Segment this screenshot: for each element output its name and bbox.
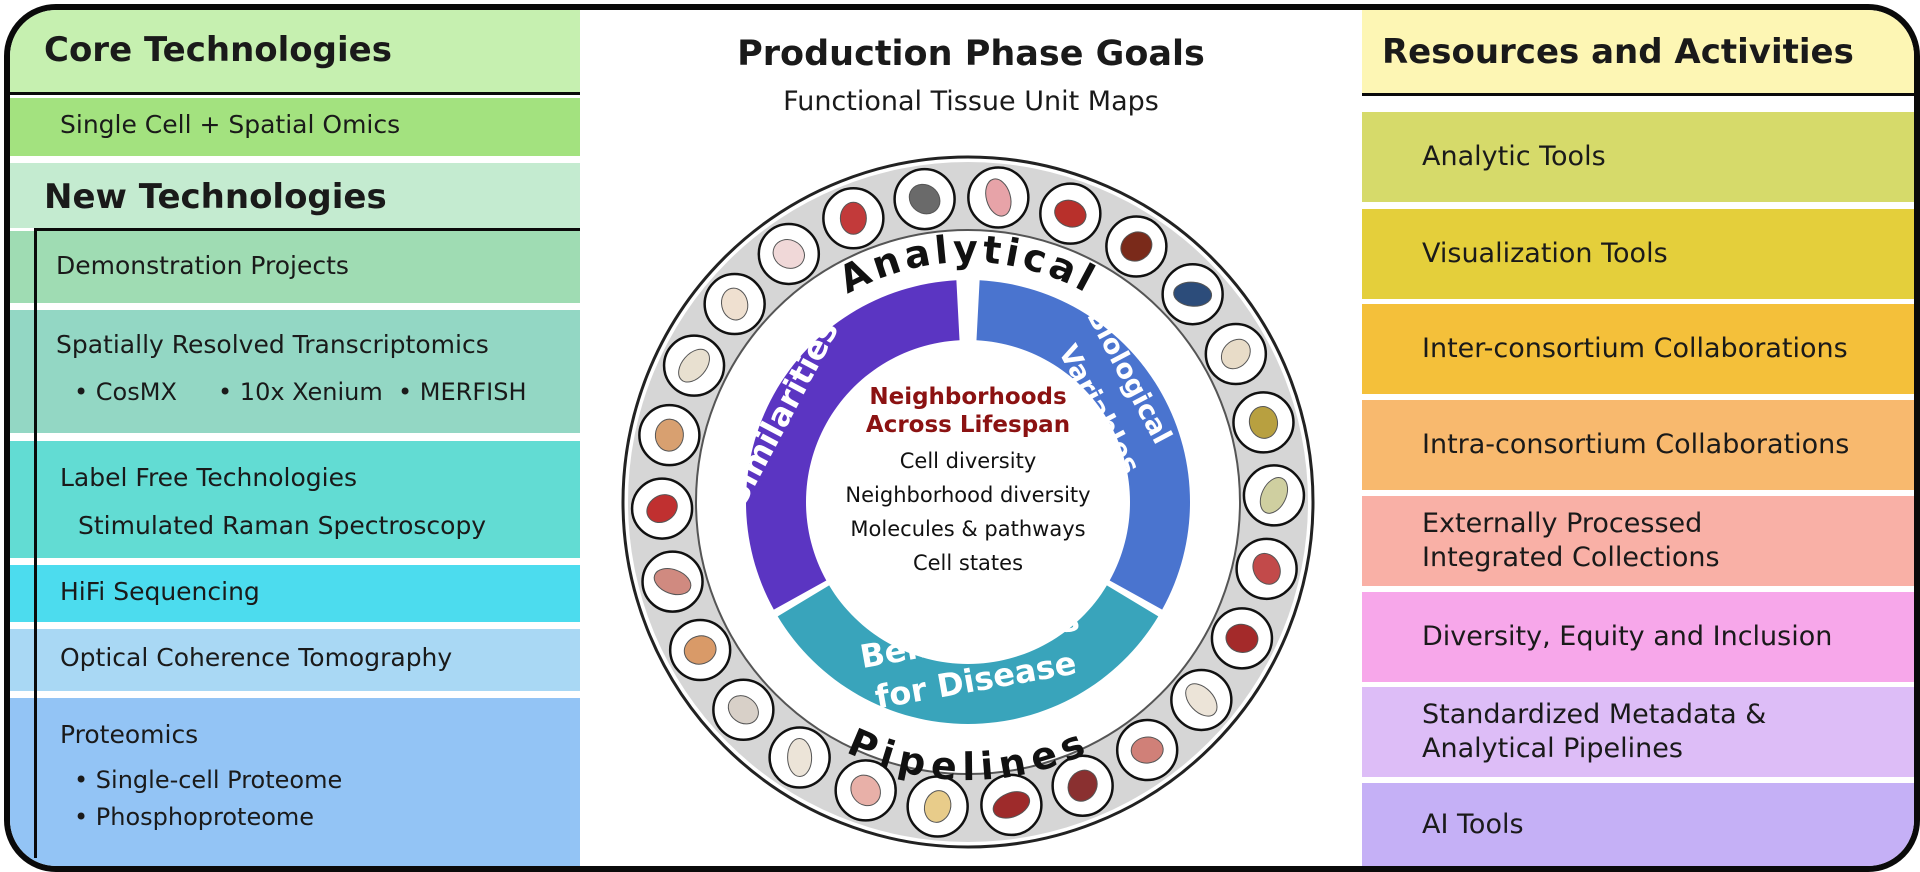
srt-band: Spatially Resolved Transcriptomics • Cos…	[10, 310, 580, 433]
resources-title: Resources and Activities	[1382, 32, 1854, 72]
proteomics-title: Proteomics	[60, 720, 199, 749]
small-intestine-icon	[641, 550, 704, 613]
resource-item-5-line-1: Externally Processed	[1422, 508, 1703, 539]
inner-heading-1: Neighborhoods	[869, 384, 1066, 410]
srt-item-1: CosMX	[95, 378, 177, 406]
resource-item-4: Intra-consortium Collaborations	[1362, 400, 1914, 490]
srt-bullet-3: • MERFISH	[398, 378, 527, 406]
liver-icon	[1105, 215, 1168, 278]
pancreas-gland-icon	[1232, 391, 1295, 454]
resource-item-3: Inter-consortium Collaborations	[1362, 304, 1914, 394]
center-subtitle: Functional Tissue Unit Maps	[783, 86, 1159, 117]
hifi-label: HiFi Sequencing	[60, 577, 260, 606]
new-technologies-title: New Technologies	[44, 177, 387, 217]
femur-icon	[768, 726, 831, 789]
figure-frame: Core Technologies Single Cell + Spatial …	[4, 4, 1920, 872]
demo-band: Demonstration Projects	[10, 231, 580, 303]
proteomics-bullet-2: • Phosphoproteome	[74, 803, 315, 831]
resource-item-7: Standardized Metadata &Analytical Pipeli…	[1362, 687, 1914, 777]
resource-item-5-line-2: Integrated Collections	[1422, 542, 1720, 573]
resource-item-8-line-1: AI Tools	[1422, 808, 1524, 840]
resource-item-8: AI Tools	[1362, 783, 1914, 866]
pancreas-icon	[906, 775, 969, 838]
kidney-icon	[1210, 607, 1274, 670]
placenta-icon	[1235, 537, 1298, 601]
core-technologies-title: Core Technologies	[44, 30, 392, 70]
proteomics-band: Proteomics • Single-cell Proteome • Phos…	[10, 698, 580, 866]
resource-item-1-line-1: Analytic Tools	[1422, 141, 1606, 172]
vasculature-icon	[822, 187, 885, 250]
resource-item-2-line-1: Visualization Tools	[1422, 238, 1668, 269]
nerve-icon	[1242, 464, 1306, 527]
resource-item-1: Analytic Tools	[1362, 112, 1914, 202]
spinal-cord-icon	[1204, 322, 1268, 386]
resource-item-6: Diversity, Equity and Inclusion	[1362, 592, 1914, 682]
kidney-icon-2	[980, 773, 1043, 837]
srt-bullet-1: • CosMX	[74, 378, 177, 406]
resource-item-4-line-1: Intra-consortium Collaborations	[1422, 429, 1850, 460]
spleen-icon	[1051, 754, 1114, 817]
proteomics-bullet-1: • Single-cell Proteome	[74, 766, 343, 794]
proteomics-item-2: Phosphoproteome	[95, 803, 315, 831]
new-tech-header-band: New Technologies	[10, 163, 580, 228]
lung-icon	[967, 166, 1030, 229]
inner-item-2: Neighborhood diversity	[845, 483, 1090, 507]
resource-item-3-line-1: Inter-consortium Collaborations	[1422, 333, 1848, 364]
hifi-band: HiFi Sequencing	[10, 565, 580, 622]
demo-label: Demonstration Projects	[56, 251, 349, 280]
large-intestine-icon	[668, 618, 732, 682]
oct-label: Optical Coherence Tomography	[60, 643, 453, 672]
oct-band: Optical Coherence Tomography	[10, 629, 580, 691]
inner-item-4: Cell states	[913, 551, 1023, 575]
resource-item-7-line-2: Analytical Pipelines	[1422, 733, 1683, 764]
brain-icon	[757, 222, 821, 286]
core-technologies-column: Core Technologies Single Cell + Spatial …	[10, 10, 580, 866]
skin-icon	[834, 759, 897, 822]
knee-icon	[662, 334, 726, 397]
core-item-band: Single Cell + Spatial Omics	[10, 98, 580, 156]
resource-item-6-line-1: Diversity, Equity and Inclusion	[1422, 621, 1833, 652]
srt-bullet-2: • 10x Xenium	[218, 378, 383, 406]
ureter-icon	[630, 477, 694, 540]
colon-icon	[638, 403, 701, 467]
inner-heading-2: Across Lifespan	[866, 412, 1070, 438]
body-icon	[893, 167, 956, 231]
inner-item-3: Molecules & pathways	[850, 517, 1085, 541]
new-tech-bracket-side	[34, 228, 37, 858]
segment-biological-variables	[976, 280, 1190, 610]
inner-item-1: Cell diversity	[900, 449, 1037, 473]
proteomics-item-1: Single-cell Proteome	[95, 766, 343, 794]
label-free-band: Label Free Technologies Stimulated Raman…	[10, 441, 580, 558]
core-header-band: Core Technologies	[10, 10, 580, 95]
bone-icon	[1170, 668, 1233, 732]
srt-item-2: 10x Xenium	[239, 378, 383, 406]
resource-item-2: Visualization Tools	[1362, 209, 1914, 299]
srt-title: Spatially Resolved Transcriptomics	[56, 330, 489, 359]
label-free-title: Label Free Technologies	[60, 463, 357, 492]
eye-icon	[1161, 262, 1224, 326]
organ-icons	[630, 166, 1306, 838]
tooth-icon	[703, 272, 766, 336]
srt-item-3: MERFISH	[419, 378, 527, 406]
segment-similarities	[746, 280, 960, 610]
new-tech-bracket-top	[34, 228, 580, 231]
center-title: Production Phase Goals	[737, 34, 1205, 74]
segment-benchmarks	[777, 585, 1159, 724]
label-free-item: Stimulated Raman Spectroscopy	[78, 511, 487, 540]
uterus-icon	[1115, 718, 1179, 782]
pelvis-icon	[712, 678, 775, 742]
core-item-label: Single Cell + Spatial Omics	[60, 110, 401, 139]
resources-header-band: Resources and Activities	[1362, 10, 1914, 96]
heart-icon	[1039, 182, 1102, 245]
resource-item-7-line-1: Standardized Metadata &	[1422, 699, 1767, 730]
